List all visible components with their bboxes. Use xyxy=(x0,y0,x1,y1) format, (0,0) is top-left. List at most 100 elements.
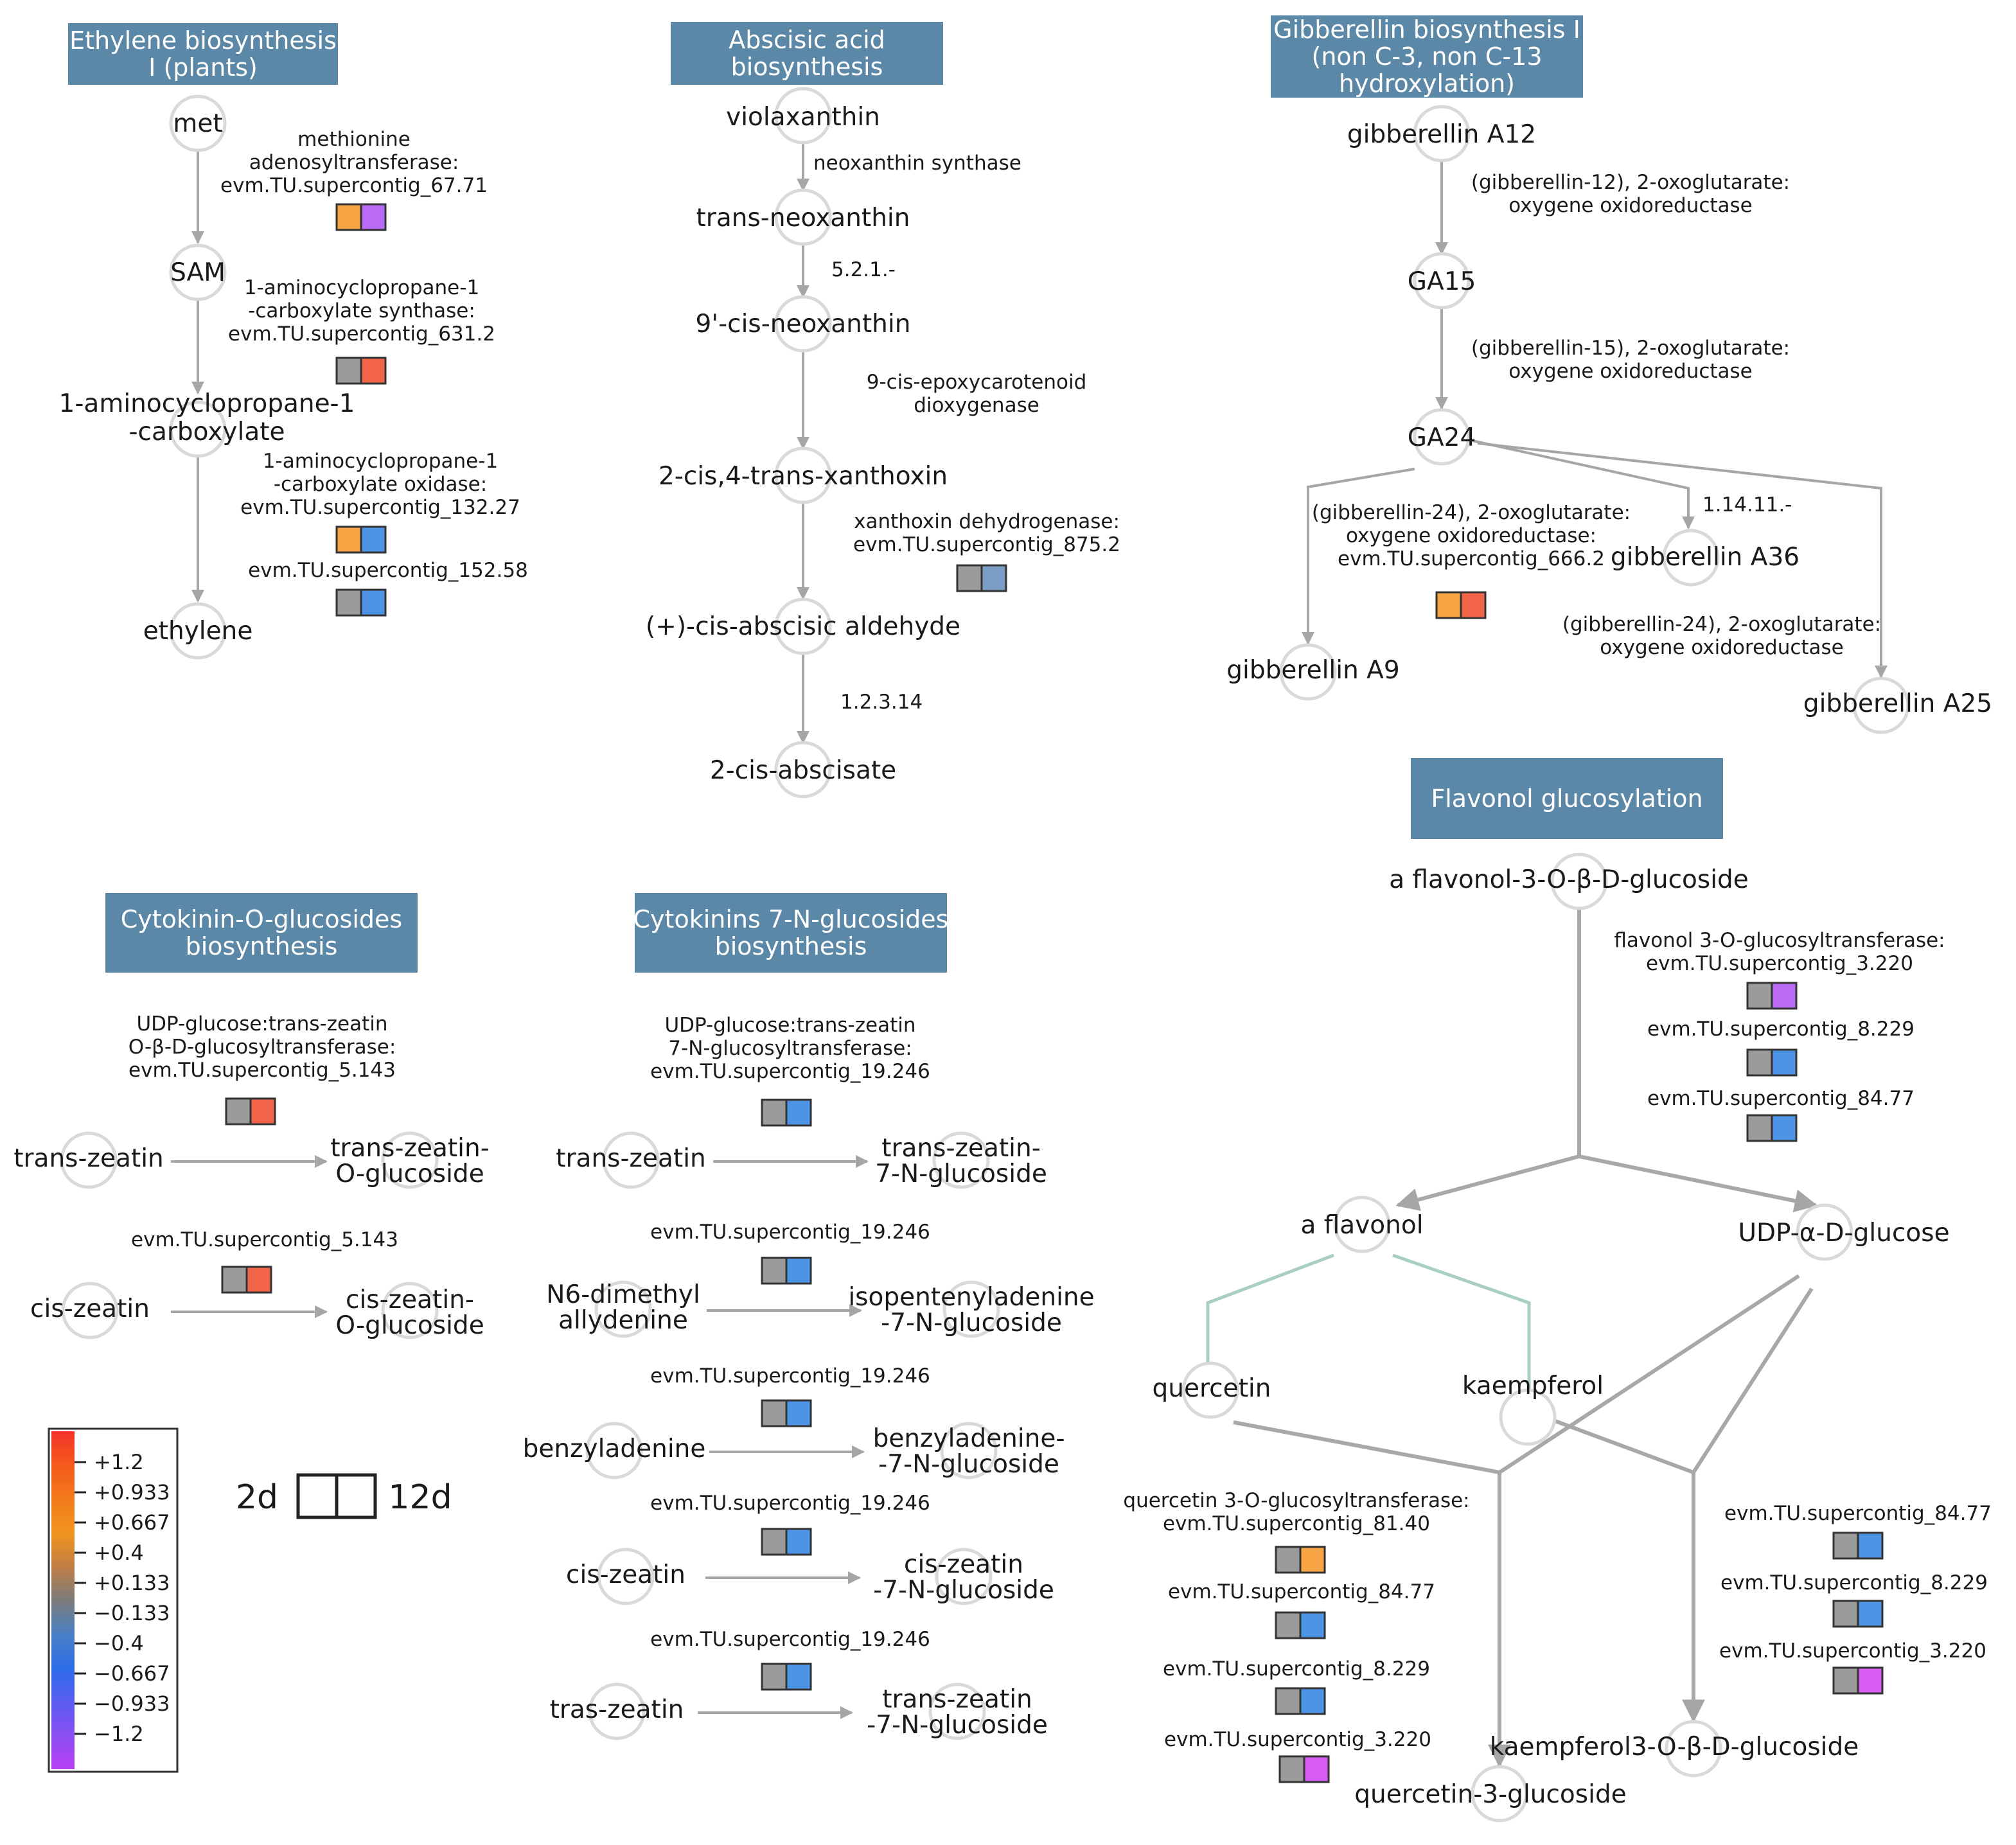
expression-12d-cell xyxy=(785,1663,812,1691)
expression-12d-cell xyxy=(360,525,387,554)
reaction-arrow xyxy=(1395,1154,1580,1211)
label-kaempferol-glucoside-line: kaempferol3-O-β-D-glucoside xyxy=(1490,1733,1859,1761)
expression-2d-cell xyxy=(335,588,362,617)
expression-2d-cell xyxy=(761,1099,788,1127)
enzyme-q-84-77-line: evm.TU.supercontig_84.77 xyxy=(1168,1580,1435,1603)
label-7n-product-4-line: cis-zeatin xyxy=(904,1550,1023,1579)
node-7n-product-1 xyxy=(932,1131,990,1189)
node-7n-substrate-3 xyxy=(585,1422,643,1479)
legend-tick-label: +0.933 xyxy=(94,1480,170,1505)
expression-2d-cell xyxy=(1746,1048,1773,1077)
title-ethylene-text-line: I (plants) xyxy=(148,53,258,82)
label-7n-substrate-4-line: cis-zeatin xyxy=(566,1560,685,1589)
label-quercetin-3-glucoside-line: quercetin-3-glucoside xyxy=(1354,1780,1626,1809)
enzyme-top-8-229-line: evm.TU.supercontig_8.229 xyxy=(1647,1018,1914,1041)
reaction-arrow xyxy=(1578,1154,1818,1213)
label-udp-glucose: UDP-α-D-glucose xyxy=(1738,1219,1949,1248)
reaction-edge xyxy=(1477,442,1888,678)
title-aba-text-line: biosynthesis xyxy=(731,53,883,81)
label-aldehyde: (+)-cis-abscisic aldehyde xyxy=(646,612,960,641)
enzyme-q-8-229-line: evm.TU.supercontig_8.229 xyxy=(1163,1657,1430,1681)
node-7n-substrate-1 xyxy=(602,1131,660,1189)
enzyme-7n-5-line: evm.TU.supercontig_19.246 xyxy=(650,1628,930,1651)
enzyme-neoxanthin-synthase: neoxanthin synthase xyxy=(813,152,1021,175)
node-cis-zeatin-o-glucoside xyxy=(381,1282,439,1339)
enzyme-top-84-77-line: evm.TU.supercontig_84.77 xyxy=(1647,1087,1914,1110)
enzyme-acc-synthase-line: evm.TU.supercontig_631.2 xyxy=(228,322,495,346)
node-quercetin-3-glucoside xyxy=(1471,1765,1528,1823)
enzyme-quercetin-3-o-glucosyltransferase: quercetin 3-O-glucosyltransferase:evm.TU… xyxy=(1123,1489,1469,1535)
label-ga24-line: GA24 xyxy=(1408,423,1476,452)
label-violaxanthin-line: violaxanthin xyxy=(726,103,880,132)
legend-cell-2d xyxy=(296,1473,339,1519)
expression-2d-cell xyxy=(1746,1114,1773,1142)
expression-12d-cell xyxy=(1303,1755,1330,1783)
legend-label-2d: 2d xyxy=(236,1478,278,1517)
label-cis-neoxanthin: 9'-cis-neoxanthin xyxy=(696,310,911,339)
expression-12d-cell xyxy=(1771,982,1798,1010)
reaction-arrow xyxy=(1233,1420,1500,1474)
enzyme-acc-synthase: 1-aminocyclopropane-1-carboxylate syntha… xyxy=(228,276,495,346)
metabolite-nodes xyxy=(60,87,1910,1823)
expression-12d-cell xyxy=(1857,1600,1884,1628)
expression-pair xyxy=(335,525,387,554)
enzyme-7n-4-line: evm.TU.supercontig_19.246 xyxy=(650,1492,930,1515)
expression-12d-cell xyxy=(1857,1666,1884,1695)
label-cis-zeatin-o: cis-zeatin xyxy=(30,1294,150,1323)
node-udp-glucose xyxy=(1796,1203,1853,1261)
title-cytokinin-o-text-line: Cytokinin-O-glucosides xyxy=(121,905,402,933)
expression-2d-cell xyxy=(335,525,362,554)
label-trans-zeatin-o-glucoside-line: trans-zeatin- xyxy=(330,1134,490,1163)
enzyme-quercetin-3-o-glucosyltransferase-line: evm.TU.supercontig_81.40 xyxy=(1163,1512,1430,1535)
enzyme-1-2-3-14: 1.2.3.14 xyxy=(840,691,923,714)
label-7n-product-2-line: -7-N-glucoside xyxy=(881,1309,1062,1337)
label-7n-product-3-line: benzyladenine- xyxy=(873,1424,1065,1453)
title-cytokinin-7n-text-line: Cytokinins 7-N-glucosides xyxy=(633,905,949,933)
node-cis-zeatin-o xyxy=(61,1282,119,1339)
expression-12d-cell xyxy=(785,1257,812,1285)
expression-2d-cell xyxy=(221,1266,248,1294)
enzyme-1-14-11: 1.14.11.- xyxy=(1702,493,1792,516)
expression-12d-cell xyxy=(1771,1114,1798,1142)
legend-label-12d: 12d xyxy=(388,1478,452,1517)
label-7n-product-1-line: trans-zeatin- xyxy=(881,1134,1041,1163)
label-7n-substrate-1: trans-zeatin xyxy=(556,1144,706,1173)
expression-2d-cell xyxy=(335,357,362,385)
legend-cell-12d xyxy=(335,1473,377,1519)
label-7n-substrate-4: cis-zeatin xyxy=(566,1560,685,1589)
enzyme-1-2-3-14-line: 1.2.3.14 xyxy=(840,691,923,714)
enzyme-ga24-oxidoreductase-2-line: oxygene oxidoreductase xyxy=(1600,636,1844,659)
legend-tick-label: +0.133 xyxy=(94,1571,170,1595)
expression-2d-cell xyxy=(761,1663,788,1691)
reaction-edge xyxy=(1206,1253,1334,1362)
title-flavonol-text: Flavonol glucosylation xyxy=(1431,784,1702,813)
node-7n-substrate-2 xyxy=(594,1280,652,1338)
label-7n-substrate-5-line: tras-zeatin xyxy=(550,1695,684,1724)
node-ga36 xyxy=(1662,529,1720,587)
enzyme-methionine-adenosyltransferase-line: evm.TU.supercontig_67.71 xyxy=(220,174,488,197)
enzyme-o-glucosyltransferase-line: O-β-D-glucosyltransferase: xyxy=(128,1036,396,1059)
enzyme-ga24-oxidoreductase: (gibberellin-24), 2-oxoglutarate:oxygene… xyxy=(1312,501,1631,570)
expression-pair xyxy=(1746,1114,1798,1142)
label-7n-product-2-line: isopentenyladenine xyxy=(848,1283,1094,1312)
expression-12d-cell xyxy=(249,1097,276,1126)
expression-pair xyxy=(761,1528,812,1556)
label-cis-zeatin-o-line: cis-zeatin xyxy=(30,1294,150,1323)
label-7n-product-4: cis-zeatin-7-N-glucoside xyxy=(873,1550,1054,1605)
label-7n-product-5: trans-zeatin-7-N-glucoside xyxy=(867,1685,1048,1740)
enzyme-o-glucosyltransferase-line: evm.TU.supercontig_5.143 xyxy=(128,1059,396,1082)
label-7n-substrate-5: tras-zeatin xyxy=(550,1695,684,1724)
enzyme-1-14-11-line: 1.14.11.- xyxy=(1702,493,1792,516)
label-ga9: gibberellin A9 xyxy=(1226,656,1399,685)
enzyme-7n-3: evm.TU.supercontig_19.246 xyxy=(650,1364,930,1388)
label-trans-zeatin-o: trans-zeatin xyxy=(13,1144,164,1173)
expression-2d-cell xyxy=(1278,1755,1305,1783)
node-ga25 xyxy=(1852,676,1910,734)
enzyme-flavonol-3-o-glucosyltransferase-line: evm.TU.supercontig_3.220 xyxy=(1646,952,1913,975)
title-cytokinin-o-text-line: biosynthesis xyxy=(186,932,338,960)
node-7n-product-2 xyxy=(942,1280,1000,1338)
enzyme-ga12-oxidoreductase-line: oxygene oxidoreductase xyxy=(1508,194,1753,217)
label-cis-neoxanthin-line: 9'-cis-neoxanthin xyxy=(696,310,911,339)
